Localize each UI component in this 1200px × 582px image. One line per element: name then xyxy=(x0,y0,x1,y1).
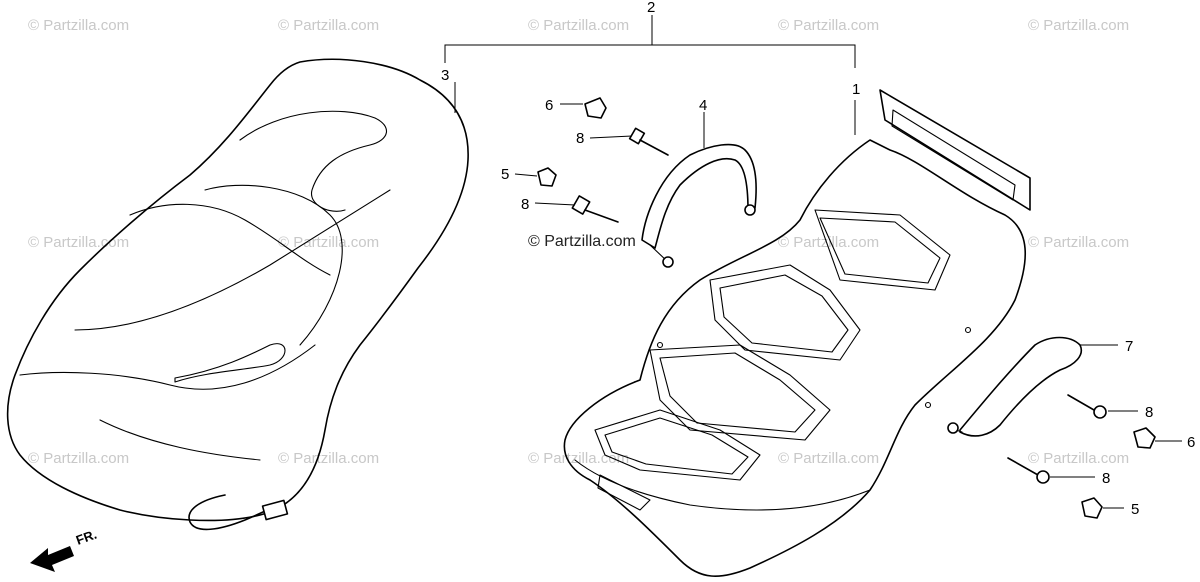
watermark: © Partzilla.com xyxy=(278,234,379,251)
watermark: © Partzilla.com xyxy=(778,234,879,251)
watermark: © Partzilla.com xyxy=(778,450,879,467)
callout-8: 8 xyxy=(576,130,584,147)
callout-3: 3 xyxy=(441,67,449,84)
callout-8: 8 xyxy=(521,196,529,213)
callout-8: 8 xyxy=(1102,470,1110,487)
callout-6: 6 xyxy=(545,97,553,114)
watermark: © Partzilla.com xyxy=(778,17,879,34)
watermark: © Partzilla.com xyxy=(1028,17,1129,34)
callout-labels: 1 2 3 4 5 5 6 6 7 8 8 8 8 xyxy=(441,0,1195,518)
callout-1: 1 xyxy=(852,81,860,98)
callout-5: 5 xyxy=(1131,501,1139,518)
callout-2: 2 xyxy=(647,0,655,16)
front-direction-label: FR. xyxy=(74,527,99,548)
watermark: © Partzilla.com xyxy=(28,17,129,34)
side-bracket-illustration xyxy=(947,336,1082,437)
watermark: © Partzilla.com xyxy=(278,450,379,467)
watermark: © Partzilla.com xyxy=(1028,450,1129,467)
watermark: © Partzilla.com xyxy=(528,450,629,467)
seat-cover-illustration xyxy=(6,58,469,531)
callout-6: 6 xyxy=(1187,434,1195,451)
front-direction-arrow: FR. xyxy=(30,527,99,572)
grab-rail-illustration xyxy=(641,143,757,268)
watermark-center: © Partzilla.com xyxy=(528,233,636,250)
watermark: © Partzilla.com xyxy=(28,234,129,251)
watermark: © Partzilla.com xyxy=(528,17,629,34)
callout-7: 7 xyxy=(1125,338,1133,355)
hardware-illustration xyxy=(537,97,1156,519)
watermark: © Partzilla.com xyxy=(28,450,129,467)
callout-5: 5 xyxy=(501,166,509,183)
callout-8: 8 xyxy=(1145,404,1153,421)
watermark-layer: © Partzilla.com © Partzilla.com © Partzi… xyxy=(28,17,1129,467)
seat-frame-illustration xyxy=(563,89,1031,577)
watermark: © Partzilla.com xyxy=(1028,234,1129,251)
watermark: © Partzilla.com xyxy=(278,17,379,34)
leader-lines xyxy=(444,15,1182,509)
callout-4: 4 xyxy=(699,97,707,114)
